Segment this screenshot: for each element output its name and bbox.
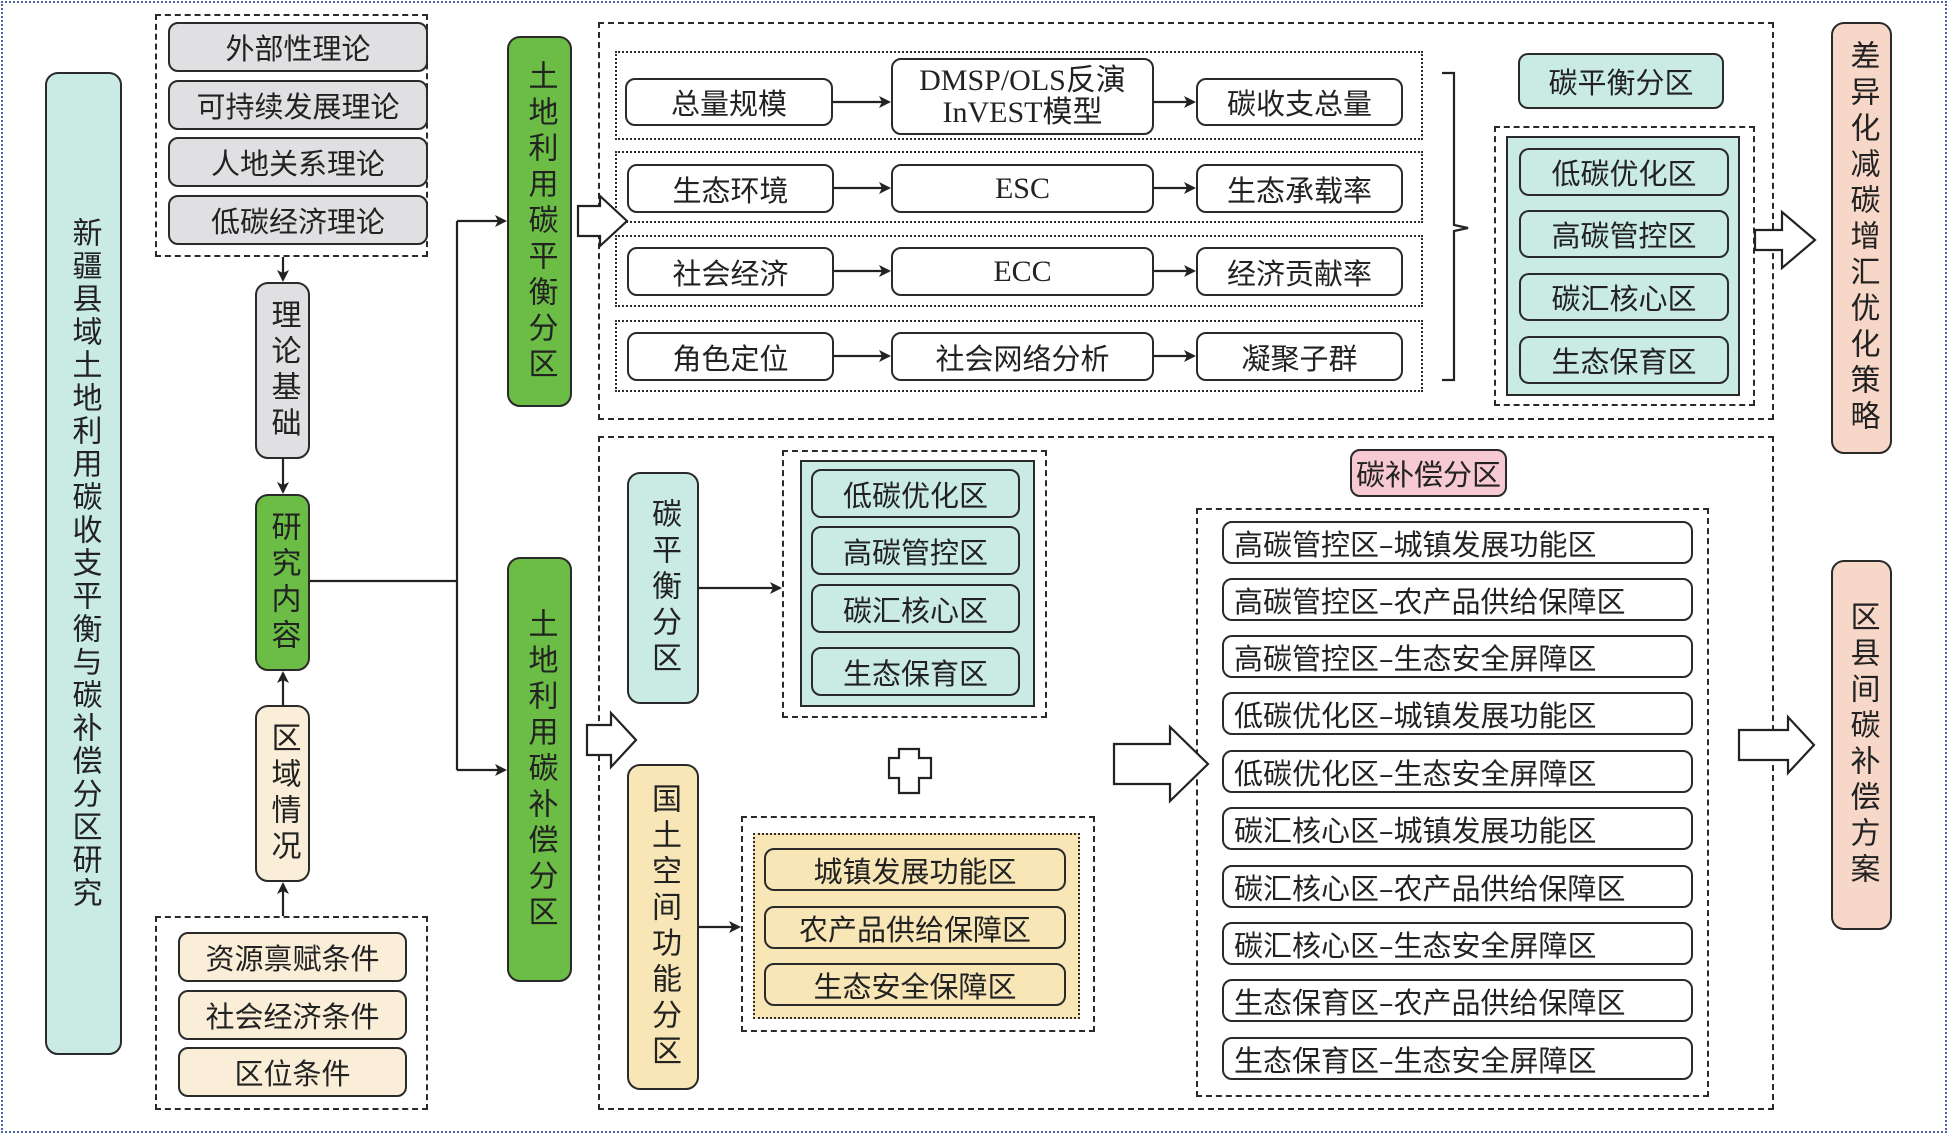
- compensation-result-item: 生态保育区–生态安全屏障区: [1222, 1037, 1693, 1080]
- compensation-zoning-label: 土地利用碳补偿分区: [522, 607, 558, 932]
- balance-zoning-label-box: 土地利用碳平衡分区: [507, 36, 572, 407]
- theory-item: 人地关系理论: [168, 137, 428, 187]
- research-content-label: 研究内容: [265, 510, 301, 655]
- balance-row-container: [615, 320, 1423, 392]
- comp-balance-group: [782, 450, 1047, 718]
- compensation-result-item: 生态保育区–农产品供给保障区: [1222, 979, 1693, 1022]
- balance-result-item: 生态保育区: [1519, 336, 1729, 384]
- research-content-box: 研究内容: [255, 494, 310, 671]
- balance-input: 角色定位: [627, 332, 834, 381]
- comp-balance-item: 低碳优化区: [811, 469, 1020, 518]
- region-item: 社会经济条件: [178, 990, 407, 1040]
- balance-method: ESC: [891, 164, 1154, 213]
- spatial-function-label: 国土空间功能分区: [646, 783, 681, 1071]
- compensation-result-item: 低碳优化区–城镇发展功能区: [1222, 692, 1693, 735]
- compensation-result-item: 高碳管控区–农产品供给保障区: [1222, 578, 1693, 621]
- balance-output: 碳收支总量: [1196, 78, 1403, 126]
- title-text: 新疆县域土地利用碳收支平衡与碳补偿分区研究: [66, 217, 102, 910]
- comp-balance-label-box: 碳平衡分区: [627, 472, 699, 704]
- title-box: 新疆县域土地利用碳收支平衡与碳补偿分区研究: [45, 72, 122, 1055]
- compensation-result-title: 碳补偿分区: [1350, 449, 1507, 497]
- balance-input: 总量规模: [625, 78, 833, 126]
- theory-basis-label: 理论基础: [265, 298, 301, 443]
- compensation-result-item: 高碳管控区–城镇发展功能区: [1222, 521, 1693, 564]
- plan-label: 区县间碳补偿方案: [1844, 601, 1880, 889]
- balance-input: 生态环境: [627, 164, 834, 213]
- balance-row-container: [615, 51, 1423, 140]
- theory-item: 可持续发展理论: [168, 80, 428, 130]
- strategy-box: 差异化减碳增汇优化策略: [1831, 22, 1892, 454]
- compensation-result-item: 碳汇核心区–生态安全屏障区: [1222, 922, 1693, 965]
- spatial-function-item: 生态安全保障区: [764, 963, 1066, 1006]
- balance-row-container: [615, 151, 1423, 223]
- compensation-zoning-label-box: 土地利用碳补偿分区: [507, 557, 572, 982]
- region-group: [155, 916, 428, 1110]
- balance-zoning-label: 土地利用碳平衡分区: [522, 59, 558, 384]
- comp-balance-item: 碳汇核心区: [811, 584, 1020, 633]
- spatial-function-item: 城镇发展功能区: [764, 848, 1066, 891]
- balance-row-container: [615, 235, 1423, 307]
- region-item: 资源禀赋条件: [178, 932, 407, 982]
- theory-item: 外部性理论: [168, 22, 428, 72]
- theory-item: 低碳经济理论: [168, 195, 428, 245]
- balance-method: 社会网络分析: [891, 332, 1154, 381]
- spatial-function-group: [741, 816, 1095, 1032]
- comp-balance-label: 碳平衡分区: [646, 498, 681, 678]
- compensation-result-item: 低碳优化区–生态安全屏障区: [1222, 750, 1693, 793]
- compensation-result-item: 碳汇核心区–城镇发展功能区: [1222, 807, 1693, 850]
- spatial-function-item: 农产品供给保障区: [764, 906, 1066, 949]
- balance-result-item: 高碳管控区: [1519, 210, 1729, 258]
- strategy-label: 差异化减碳增汇优化策略: [1844, 40, 1880, 436]
- balance-output: 经济贡献率: [1196, 247, 1403, 296]
- balance-method-line2: InVEST模型: [942, 95, 1103, 129]
- region-box: 区域情况: [255, 705, 310, 882]
- balance-method: ECC: [891, 247, 1154, 296]
- balance-method: DMSP/OLS反演 InVEST模型: [891, 58, 1154, 135]
- balance-output: 凝聚子群: [1196, 332, 1403, 381]
- comp-balance-item: 生态保育区: [811, 647, 1020, 696]
- balance-result-item: 低碳优化区: [1519, 148, 1729, 196]
- balance-method-line1: DMSP/OLS反演: [919, 64, 1126, 97]
- spatial-function-label-box: 国土空间功能分区: [627, 764, 699, 1090]
- region-item: 区位条件: [178, 1047, 407, 1097]
- balance-result-title: 碳平衡分区: [1518, 53, 1724, 109]
- region-label: 区域情况: [265, 721, 301, 866]
- compensation-result-item: 高碳管控区–生态安全屏障区: [1222, 635, 1693, 678]
- balance-output: 生态承载率: [1196, 164, 1403, 213]
- theory-basis-box: 理论基础: [255, 282, 310, 459]
- compensation-result-item: 碳汇核心区–农产品供给保障区: [1222, 865, 1693, 908]
- balance-input: 社会经济: [627, 247, 834, 296]
- balance-result-item: 碳汇核心区: [1519, 273, 1729, 321]
- theory-group: [155, 14, 428, 257]
- plan-box: 区县间碳补偿方案: [1831, 560, 1892, 930]
- comp-balance-item: 高碳管控区: [811, 526, 1020, 575]
